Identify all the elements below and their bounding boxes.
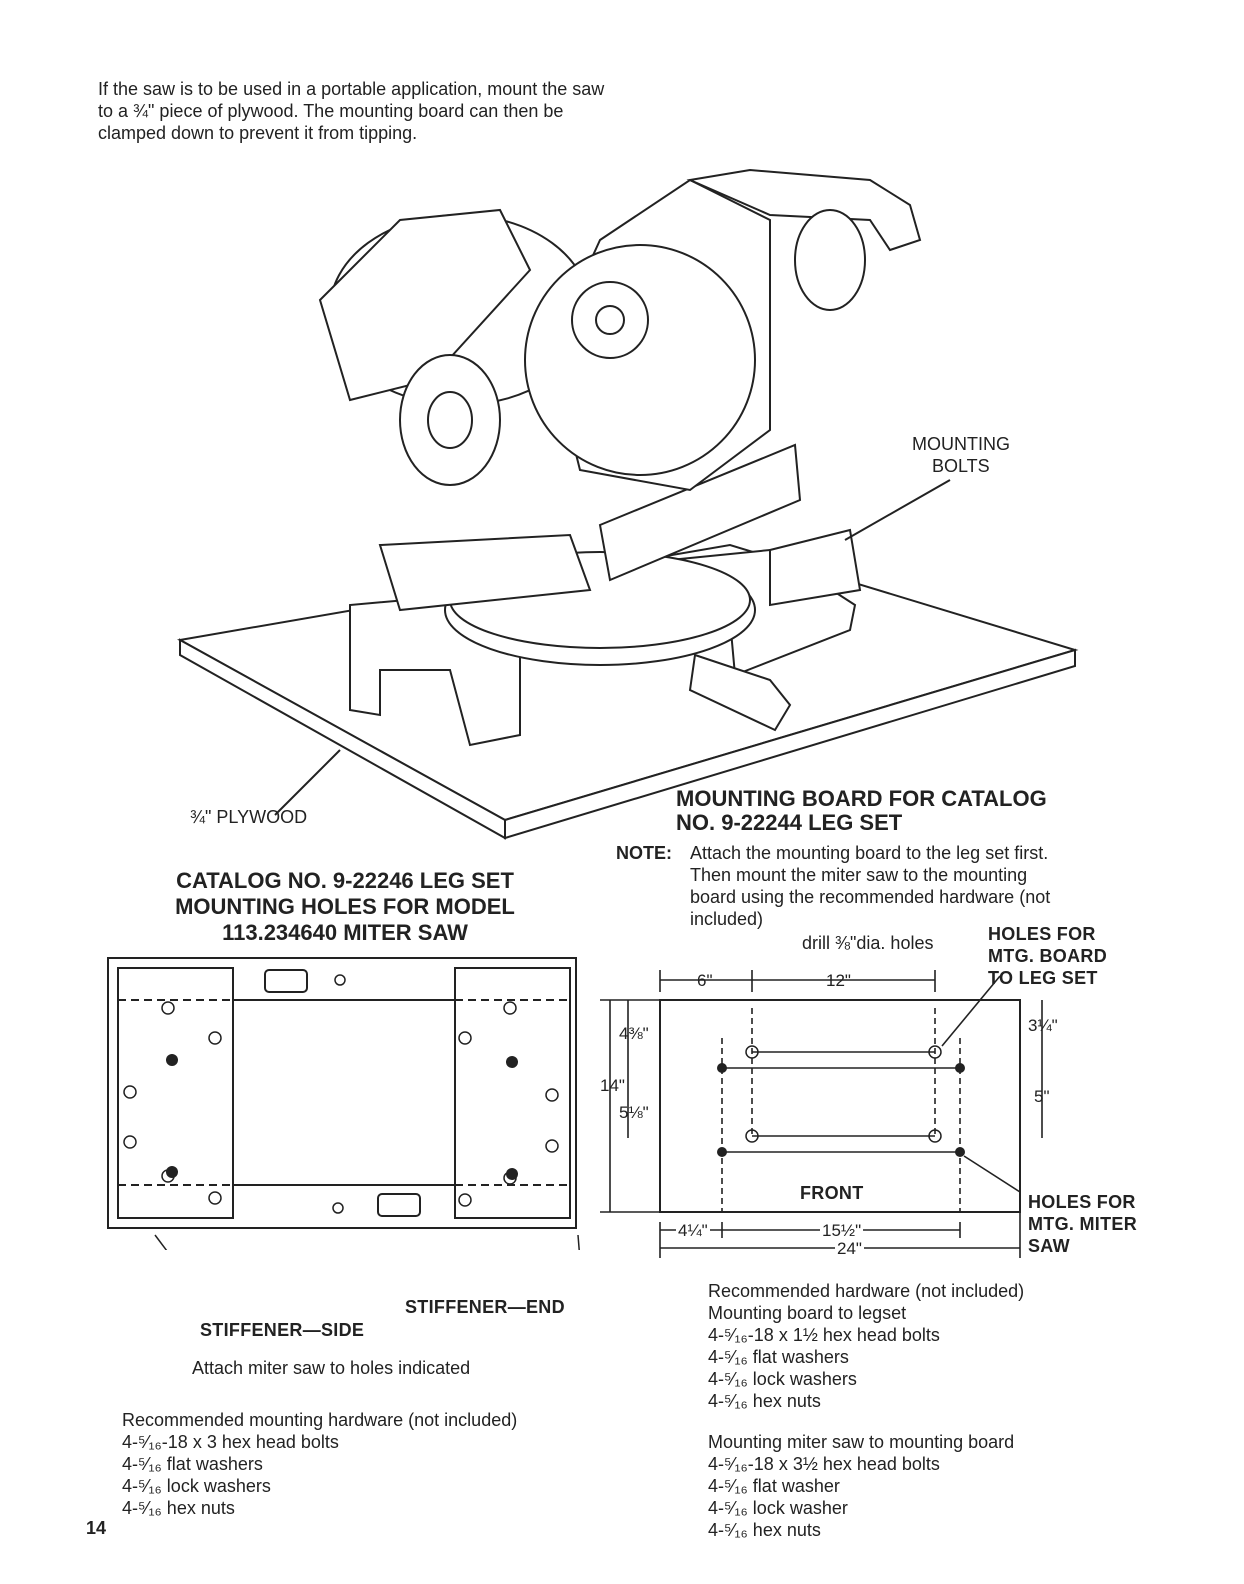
left-hw-heading: Recommended mounting hardware (not inclu…: [122, 1410, 518, 1430]
holes-board-leader: [941, 975, 1001, 1047]
hw-item: 4-⁵⁄₁₆ hex nuts: [708, 1520, 821, 1540]
mounting-bolts-label-1: MOUNTING: [912, 434, 1010, 454]
holes-saw-leader: [963, 1155, 1021, 1193]
plywood-leader: [274, 749, 341, 816]
saw-holes: [717, 1063, 965, 1157]
hw-item: 4-⁵⁄₁₆ flat washers: [708, 1347, 849, 1367]
holes-board-label-3: TO LEG SET: [988, 968, 1098, 988]
right-title-1: MOUNTING BOARD FOR CATALOG: [676, 786, 1047, 811]
left-hw-item: 4-⁵⁄₁₆ flat washers: [122, 1454, 263, 1474]
dim-4-1-4: 4¼": [676, 1221, 710, 1241]
intro-paragraph: If the saw is to be used in a portable a…: [98, 79, 605, 143]
left-title-1: CATALOG NO. 9-22246 LEG SET: [176, 868, 514, 893]
note-line-1: Attach the mounting board to the leg set…: [690, 843, 1049, 863]
saw-handle: [686, 168, 922, 252]
holes-saw-label-3: SAW: [1028, 1236, 1070, 1256]
attach-note: Attach miter saw to holes indicated: [192, 1358, 471, 1378]
hw-heading: Recommended hardware (not included): [708, 1281, 1025, 1301]
right-title-2: NO. 9-22244 LEG SET: [676, 810, 903, 835]
hw-subheading-1: Mounting board to legset: [708, 1303, 907, 1323]
left-hw-item: 4-⁵⁄₁₆ hex nuts: [122, 1498, 235, 1518]
hw-item: 4-⁵⁄₁₆ hex nuts: [708, 1391, 821, 1411]
hw-item: 4-⁵⁄₁₆-18 x 1½ hex head bolts: [708, 1325, 940, 1345]
mounting-bolts-label-2: BOLTS: [932, 456, 990, 476]
saw-blade: [524, 244, 756, 476]
dim-12: 12": [826, 971, 851, 990]
dim-6: 6": [697, 971, 713, 990]
dim-24: 24": [835, 1239, 864, 1259]
dim-14: 14": [600, 1076, 625, 1095]
miter-handle: [688, 653, 792, 732]
left-title-3: 113.234640 MITER SAW: [222, 920, 468, 945]
stiffener-side-leader: [154, 1234, 168, 1250]
stiffener-end-leader: [577, 1234, 580, 1250]
hw-subheading-2: Mounting miter saw to mounting board: [708, 1432, 1015, 1452]
note-line-3: board using the recommended hardware (no…: [690, 887, 1051, 907]
mounting-bolts-leader: [844, 479, 951, 541]
mounting-board-diagram: [600, 970, 1043, 1258]
left-title-2: MOUNTING HOLES FOR MODEL: [175, 894, 515, 919]
dim-3-1-4: 3¼": [1028, 1016, 1058, 1035]
left-hw-item: 4-⁵⁄₁₆-18 x 3 hex head bolts: [122, 1432, 339, 1452]
holes-board-label-1: HOLES FOR: [988, 924, 1096, 944]
hw-item: 4-⁵⁄₁₆ lock washer: [708, 1498, 848, 1518]
stiffener-end-label: STIFFENER—END: [405, 1297, 565, 1317]
hw-item: 4-⁵⁄₁₆-18 x 3½ hex head bolts: [708, 1454, 940, 1474]
front-label: FRONT: [800, 1183, 864, 1203]
note-line-4: included): [690, 909, 764, 929]
miter-saw-illustration: [177, 168, 1079, 840]
holes-board-label-2: MTG. BOARD: [988, 946, 1107, 966]
note-label: NOTE:: [616, 843, 672, 863]
left-hw-item: 4-⁵⁄₁₆ lock washers: [122, 1476, 271, 1496]
dim-4-3-8: 4⅜": [619, 1024, 649, 1043]
holes-saw-label-2: MTG. MITER: [1028, 1214, 1137, 1234]
hw-item: 4-⁵⁄₁₆ flat washer: [708, 1476, 840, 1496]
drill-note: drill ⅜"dia. holes: [802, 933, 934, 953]
dim-5: 5": [1034, 1087, 1050, 1106]
page-number: 14: [86, 1518, 107, 1538]
mounting-board: [659, 999, 1021, 1213]
leg-set-diagram: [107, 957, 580, 1250]
stiffener-side-label: STIFFENER—SIDE: [200, 1320, 365, 1340]
dim-15-1-2: 15½": [820, 1221, 864, 1241]
note-line-2: Then mount the miter saw to the mounting: [690, 865, 1028, 885]
dim-5-1-8: 5⅛": [619, 1103, 649, 1122]
holes-saw-label-1: HOLES FOR: [1028, 1192, 1136, 1212]
hw-item: 4-⁵⁄₁₆ lock washers: [708, 1369, 857, 1389]
plywood-label: ¾" PLYWOOD: [190, 807, 308, 827]
board-holes: [745, 1045, 942, 1143]
saw-mounting-holes: [166, 1054, 518, 1180]
